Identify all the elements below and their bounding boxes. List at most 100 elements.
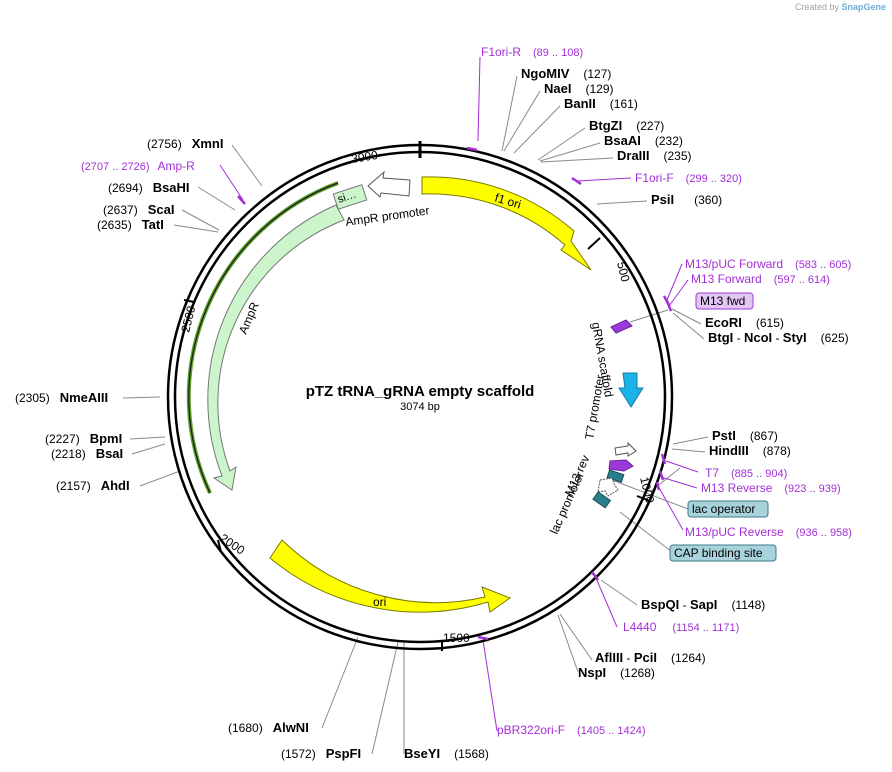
grna-scaffold-arrow [618, 372, 644, 408]
tick-label-1000: 1000 [637, 475, 657, 505]
site-pos: (1568) [454, 747, 489, 761]
primer-l4440: L4440 (1154 .. 1171) [623, 620, 739, 634]
feature-signal: si… [186, 181, 368, 494]
site-name: BtgI [708, 330, 733, 345]
site-name: XmnI [192, 136, 224, 151]
site-alwni: (1680)AlwNI [228, 720, 309, 735]
site-pos: (227) [636, 119, 664, 133]
primer-name: M13 Reverse [701, 481, 773, 495]
lac-operator-block [606, 469, 625, 483]
primer-name: F1ori-F [635, 171, 674, 185]
site-bsahi: (2694)BsaHI [108, 180, 190, 195]
site-name: SapI [690, 597, 717, 612]
tick-2500 [183, 299, 195, 303]
site-bsai: (2218)BsaI [51, 446, 123, 461]
site-name: NcoI [744, 330, 772, 345]
site-ecori: EcoRI(615) [705, 315, 784, 330]
site-name: NaeI [544, 81, 571, 96]
site-sep: - [679, 598, 690, 612]
m13-rev-arrow [608, 459, 634, 472]
site-bsaai: BsaAI (232) [604, 133, 683, 148]
ampr-promoter-arrow [367, 170, 411, 198]
primer-labels: F1ori-R(89 .. 108) F1ori-F(299 .. 320) M… [81, 45, 852, 737]
cap-binding-site-box-label: CAP binding site [674, 546, 763, 560]
primer-range: (89 .. 108) [533, 47, 583, 59]
site-tati: (2635)TatI [97, 217, 164, 232]
feature-m13-rev-group: M13 rev lac promoter [547, 453, 634, 536]
site-name: BsaAI [604, 133, 641, 148]
primer-amp-r: (2707 .. 2726)Amp-R [81, 159, 195, 173]
primer-range: (1154 .. 1171) [672, 622, 739, 634]
primer-name: L4440 [623, 620, 657, 634]
site-nspi: NspI(1268) [578, 665, 655, 680]
site-xmni: (2756) XmnI [147, 136, 223, 151]
site-name: HindIII [709, 443, 749, 458]
site-banii: BanII (161) [564, 96, 638, 111]
site-pos: (867) [750, 429, 778, 443]
primer-name: M13/pUC Forward [685, 257, 783, 271]
brand-credit: Created by SnapGene [795, 2, 886, 12]
cap-site-block [592, 491, 612, 509]
site-pos: (625) [821, 331, 849, 345]
primer-name: M13/pUC Reverse [685, 525, 784, 539]
primer-range: (1405 .. 1424) [577, 725, 646, 737]
f1-ori-arrow [421, 176, 592, 271]
site-labels-right: NgoMIV (127) NaeI(129) BanII (161) BtgZI (2… [404, 66, 849, 761]
site-name: PstI [712, 428, 736, 443]
site-name: NgoMIV [521, 66, 570, 81]
site-pos: (2227) [45, 432, 80, 446]
primer-name: pBR322ori-F [497, 723, 565, 737]
site-sep: - [772, 331, 783, 345]
feature-f1-ori: f1 ori [421, 176, 592, 271]
site-bspqi-sapi: BspQI - SapI(1148) [641, 597, 765, 612]
site-name: NmeAIII [60, 390, 108, 405]
site-pos: (2218) [51, 447, 86, 461]
site-nmeaiii: (2305) NmeAIII [15, 390, 108, 405]
primer-range: (597 .. 614) [774, 274, 830, 286]
backbone [166, 141, 674, 651]
site-name: StyI [783, 330, 807, 345]
site-name: PciI [634, 650, 657, 665]
primer-name: Amp-R [158, 159, 196, 173]
primer-f1ori-r: F1ori-R (89 .. 108) [481, 45, 583, 59]
site-name: BpmI [90, 431, 123, 446]
tick-500 [587, 237, 601, 250]
site-pos: (2756) [147, 137, 182, 151]
primer-range: (885 .. 904) [731, 468, 787, 480]
site-name: BanII [564, 96, 596, 111]
feature-ampr: AmpR [207, 204, 345, 491]
site-psii: PsiI(360) [651, 192, 722, 207]
site-hindiii: HindIII(878) [709, 443, 791, 458]
tick-label-500: 500 [614, 260, 633, 283]
cap-binding-site-box [669, 544, 777, 562]
site-pos: (2305) [15, 391, 50, 405]
site-pos: (232) [655, 134, 683, 148]
site-name: BtgZI [589, 118, 622, 133]
primer-range: (583 .. 605) [795, 259, 851, 271]
primer-pbr322ori-f: pBR322ori-F (1405 .. 1424) [497, 723, 646, 737]
signal-label: si… [336, 189, 358, 206]
tick-label-2500: 2500 [178, 304, 198, 334]
site-btgzi: BtgZI (227) [589, 118, 664, 133]
purple-marker-1 [610, 319, 633, 334]
lac-operator-box-label: lac operator [692, 502, 755, 516]
site-pos: (235) [664, 149, 692, 163]
site-btgi-ncoi-styi: BtgI - NcoI - StyI (625) [708, 330, 849, 345]
site-name: NspI [578, 665, 606, 680]
leader-lines [122, 56, 709, 755]
site-sep: - [733, 331, 744, 345]
m13-fwd-box [695, 292, 754, 310]
site-draiii: DraIII(235) [617, 148, 692, 163]
primer-m13-forward: M13 Forward(597 .. 614) [691, 272, 830, 286]
site-pos: (161) [610, 97, 638, 111]
site-pos: (615) [756, 316, 784, 330]
site-name: BsaHI [153, 180, 190, 195]
site-name: TatI [142, 217, 164, 232]
primer-name: F1ori-R [481, 45, 521, 59]
site-sep: - [623, 651, 634, 665]
site-pos: (127) [583, 67, 611, 81]
tick-2000 [217, 539, 222, 553]
primer-m13-puc-forward: M13/pUC Forward (583 .. 605) [685, 257, 851, 271]
site-naei: NaeI(129) [544, 81, 613, 96]
